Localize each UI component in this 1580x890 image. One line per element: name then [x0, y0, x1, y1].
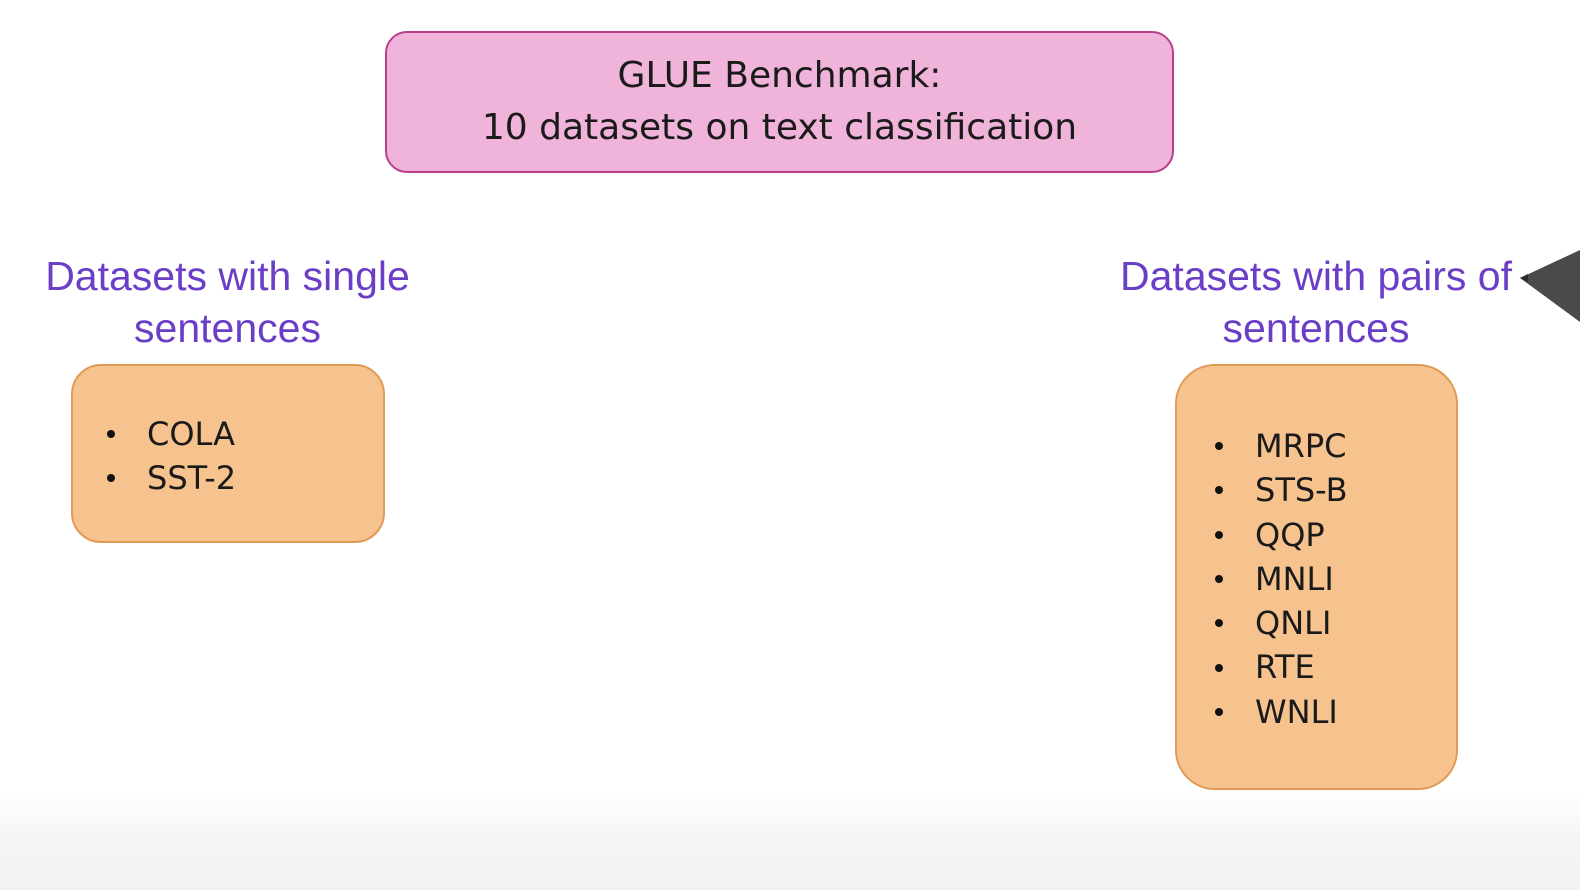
title-line-2: 10 datasets on text classification [481, 107, 1078, 148]
bullet-icon [1215, 530, 1223, 539]
bullet-icon [107, 430, 115, 439]
single-sentences-heading: Datasets with single sentences [20, 250, 435, 354]
dataset-item-mnli: MNLI [1211, 557, 1348, 601]
dataset-item-cola: COLA [103, 412, 236, 456]
pair-sentence-datasets-box: MRPC STS-B QQP MNLI QNLI RTE WNLI [1175, 364, 1458, 790]
dataset-label: MNLI [1255, 559, 1334, 598]
dataset-item-qqp: QQP [1211, 513, 1348, 557]
dataset-label: RTE [1255, 648, 1315, 687]
pairs-heading-line-1: Datasets with pairs of [1120, 253, 1512, 299]
bullet-icon [107, 474, 115, 483]
single-heading-line-2: sentences [134, 305, 321, 351]
dataset-item-wnli: WNLI [1211, 690, 1348, 734]
dataset-label: COLA [147, 415, 235, 453]
title-box: GLUE Benchmark: 10 datasets on text clas… [385, 31, 1174, 173]
dataset-item-mrpc: MRPC [1211, 424, 1348, 468]
single-sentence-datasets-box: COLA SST-2 [71, 364, 385, 543]
dataset-item-rte: RTE [1211, 645, 1348, 689]
title-line-1: GLUE Benchmark: [617, 55, 942, 96]
dataset-label: STS-B [1255, 471, 1348, 510]
single-heading-line-1: Datasets with single [45, 253, 410, 299]
bullet-icon [1215, 486, 1223, 495]
dataset-label: MRPC [1255, 427, 1347, 465]
single-sentence-dataset-list: COLA SST-2 [103, 412, 236, 501]
pair-sentence-dataset-list: MRPC STS-B QQP MNLI QNLI RTE WNLI [1211, 424, 1348, 734]
dataset-label: QQP [1255, 515, 1325, 554]
dataset-item-sst2: SST-2 [103, 456, 236, 500]
dataset-item-stsb: STS-B [1211, 468, 1348, 512]
bullet-icon [1215, 575, 1223, 584]
dataset-label: WNLI [1255, 692, 1338, 731]
pair-sentences-heading: Datasets with pairs of sentences [1100, 250, 1532, 354]
bullet-icon [1215, 619, 1223, 628]
bullet-icon [1215, 707, 1223, 716]
dataset-item-qnli: QNLI [1211, 601, 1348, 645]
dataset-label: SST-2 [147, 459, 237, 498]
pairs-heading-line-2: sentences [1222, 305, 1410, 351]
pen-pointer-icon [1520, 250, 1580, 322]
dataset-label: QNLI [1255, 604, 1332, 643]
bullet-icon [1215, 663, 1223, 672]
bullet-icon [1215, 442, 1223, 451]
